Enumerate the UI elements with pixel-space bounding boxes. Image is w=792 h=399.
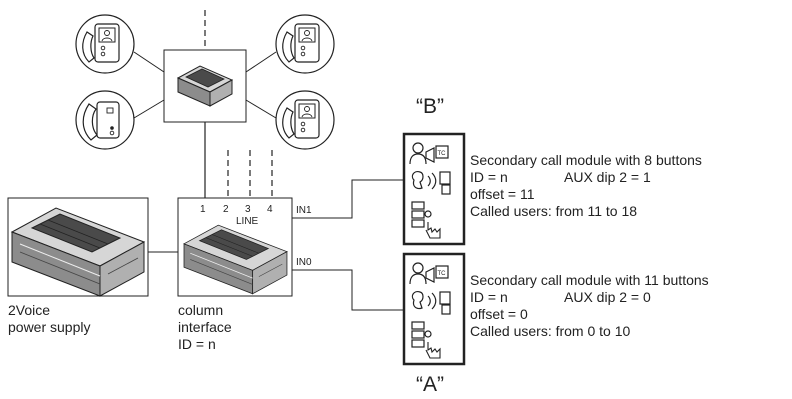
link-station-bottom-right xyxy=(245,99,277,119)
module-b-tag: “B” xyxy=(416,95,444,118)
module-a-id: ID = n xyxy=(470,289,508,306)
link-station-bottom-left xyxy=(133,99,165,119)
in1-label: IN1 xyxy=(296,205,312,216)
column-interface-caption-line2: interface xyxy=(178,319,232,335)
power-supply-caption-line1: 2Voice xyxy=(8,302,51,318)
video-station-icon xyxy=(275,90,335,150)
pin-4-label: 4 xyxy=(267,204,273,215)
module-b-aux: AUX dip 2 = 1 xyxy=(564,169,651,185)
column-interface-caption-line1: column xyxy=(178,302,224,318)
video-station-icon xyxy=(75,14,135,74)
video-station-icon xyxy=(275,14,335,74)
module-b-id: ID = n xyxy=(470,169,508,186)
pin-1-label: 1 xyxy=(200,204,206,215)
module-b-description: Secondary call module with 8 buttons ID … xyxy=(470,152,788,232)
link-station-top-right xyxy=(245,51,277,73)
module-a-offset: offset = 0 xyxy=(470,306,528,322)
audio-station-icon xyxy=(75,90,135,150)
module-b-id-value: ID = n xyxy=(470,169,508,185)
module-a-id-value: ID = n xyxy=(470,289,508,305)
module-a-tag: “A” xyxy=(416,373,444,396)
power-supply-caption-line2: power supply xyxy=(8,319,91,335)
pin-3-label: 3 xyxy=(245,204,251,215)
module-a-title: Secondary call module with 11 buttons xyxy=(470,272,709,288)
pin-2-label: 2 xyxy=(223,204,229,215)
line-label: LINE xyxy=(236,216,259,227)
link-station-top-left xyxy=(133,51,165,73)
in0-label: IN0 xyxy=(296,257,312,268)
module-a-aux: AUX dip 2 = 0 xyxy=(564,289,651,305)
link-in1-to-module-b xyxy=(292,179,404,219)
call-module-a-panel xyxy=(402,252,466,366)
module-b-users: Called users: from 11 to 18 xyxy=(470,203,638,219)
call-module-b-panel xyxy=(402,132,466,246)
distributor-device xyxy=(176,65,234,107)
module-a-description: Secondary call module with 11 buttons ID… xyxy=(470,272,788,352)
module-b-title: Secondary call module with 8 buttons xyxy=(470,152,702,168)
link-in0-to-module-a xyxy=(292,269,404,311)
module-b-offset: offset = 11 xyxy=(470,186,535,202)
column-interface-caption-line3: ID = n xyxy=(178,336,216,352)
module-a-users: Called users: from 0 to 10 xyxy=(470,323,631,339)
